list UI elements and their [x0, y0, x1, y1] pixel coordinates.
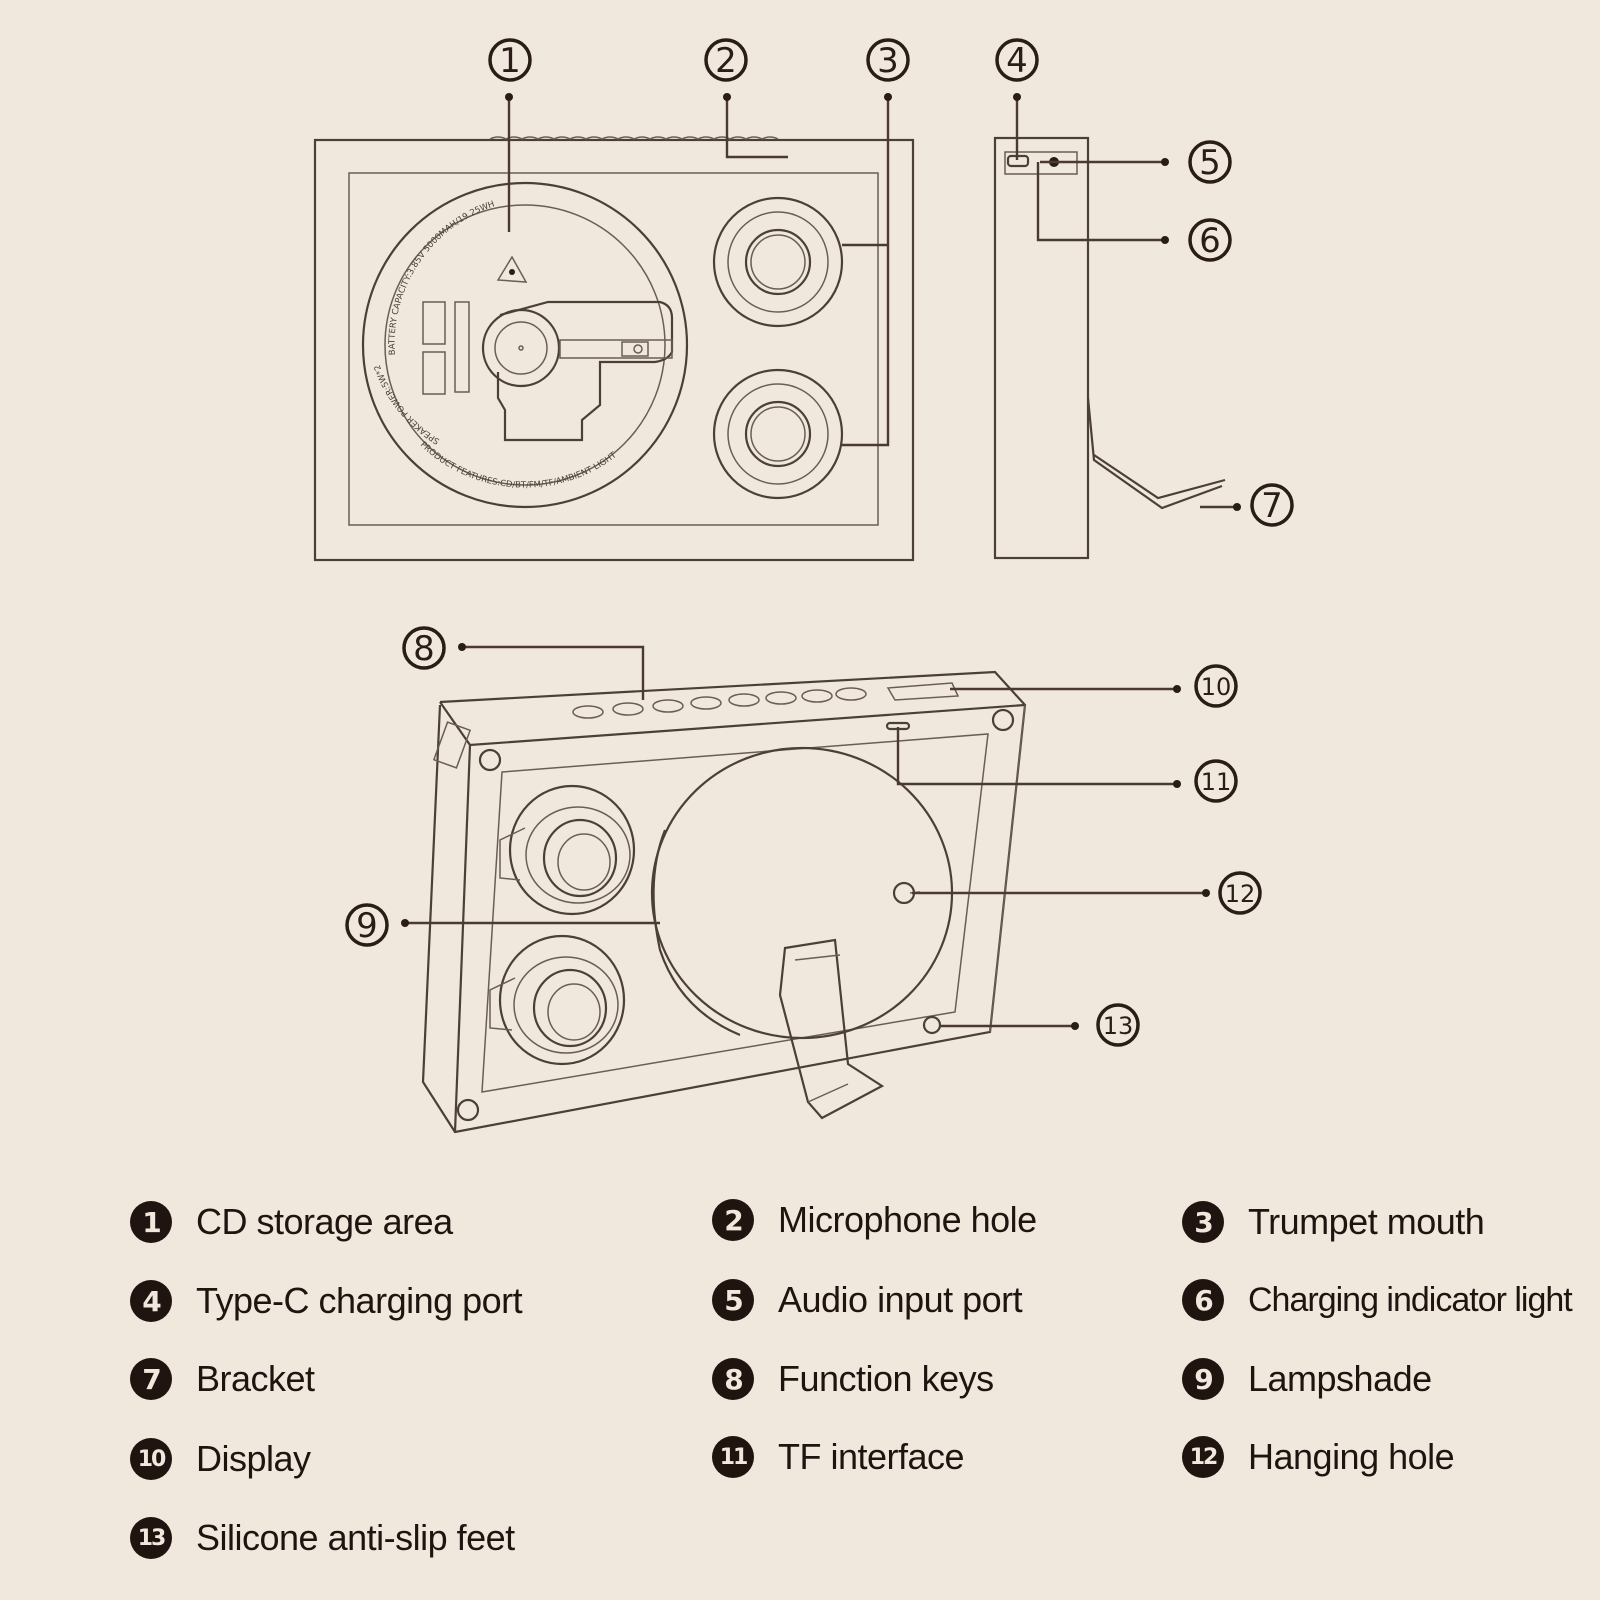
front-speaker-top [712, 196, 844, 328]
callout-9: 9 [345, 903, 389, 947]
svg-text:12: 12 [1225, 880, 1256, 908]
badge-13: 13 [130, 1517, 172, 1559]
legend-label-13: Silicone anti-slip feet [196, 1517, 515, 1558]
legend-item-10: 10 Display [130, 1434, 311, 1484]
legend-label-7: Bracket [196, 1358, 315, 1399]
legend-label-12: Hanging hole [1248, 1436, 1455, 1477]
side-view [993, 136, 1226, 560]
callout-5: 5 [1188, 140, 1232, 184]
callout-13: 13 [1096, 1003, 1140, 1047]
callout-1: 1 [488, 38, 532, 82]
svg-text:9: 9 [356, 906, 378, 946]
legend-item-3: 3 Trumpet mouth [1182, 1197, 1485, 1247]
badge-8: 8 [712, 1358, 754, 1400]
badge-6: 6 [1182, 1279, 1224, 1321]
callout-7: 7 [1250, 483, 1294, 527]
badge-4: 4 [130, 1280, 172, 1322]
callout-11: 11 [1194, 759, 1238, 803]
legend-item-6: 6 Charging indicator light [1182, 1275, 1573, 1325]
callout-3: 3 [866, 38, 910, 82]
svg-text:8: 8 [413, 629, 435, 669]
badge-1: 1 [130, 1201, 172, 1243]
svg-text:4: 4 [1006, 41, 1028, 81]
legend-label-1: CD storage area [196, 1201, 453, 1242]
front-speaker-bottom [712, 368, 844, 500]
callout-2: 2 [704, 38, 748, 82]
legend-label-4: Type-C charging port [196, 1280, 523, 1321]
svg-text:1: 1 [499, 41, 521, 81]
legend-item-7: 7 Bracket [130, 1354, 315, 1404]
product-diagram: BATTERY CAPACITY:3.85V 5000MAH/19.25WH S… [313, 38, 1294, 1134]
badge-7: 7 [130, 1358, 172, 1400]
badge-2: 2 [712, 1199, 754, 1241]
svg-text:6: 6 [1199, 221, 1221, 261]
legend-item-9: 9 Lampshade [1182, 1354, 1432, 1404]
svg-text:10: 10 [1201, 673, 1232, 701]
persp-speaker-bottom [489, 934, 626, 1066]
badge-9: 9 [1182, 1358, 1224, 1400]
legend-item-8: 8 Function keys [712, 1354, 994, 1404]
legend-label-6: Charging indicator light [1248, 1280, 1573, 1319]
svg-text:3: 3 [877, 41, 899, 81]
callout-12: 12 [1218, 871, 1262, 915]
legend-item-2: 2 Microphone hole [712, 1195, 1037, 1245]
legend-label-3: Trumpet mouth [1248, 1201, 1485, 1242]
callout-6: 6 [1188, 218, 1232, 262]
callout-4: 4 [995, 38, 1039, 82]
badge-12: 12 [1182, 1436, 1224, 1478]
persp-speaker-top [499, 784, 636, 916]
svg-text:11: 11 [1201, 768, 1232, 796]
callout-8: 8 [402, 626, 446, 670]
legend-item-11: 11 TF interface [712, 1432, 965, 1482]
legend-item-1: 1 CD storage area [130, 1197, 453, 1247]
badge-10: 10 [130, 1438, 172, 1480]
legend-item-13: 13 Silicone anti-slip feet [130, 1513, 515, 1563]
leader-lines [401, 93, 1241, 1030]
legend-label-11: TF interface [778, 1436, 965, 1477]
legend-item-12: 12 Hanging hole [1182, 1432, 1455, 1482]
badge-5: 5 [712, 1279, 754, 1321]
legend-label-5: Audio input port [778, 1279, 1023, 1320]
legend-label-8: Function keys [778, 1358, 994, 1399]
legend-label-10: Display [196, 1438, 311, 1479]
svg-text:13: 13 [1103, 1012, 1134, 1040]
svg-text:2: 2 [715, 41, 737, 81]
badge-3: 3 [1182, 1201, 1224, 1243]
svg-text:7: 7 [1261, 486, 1283, 526]
function-keys-row [572, 687, 867, 719]
legend-label-2: Microphone hole [778, 1199, 1037, 1240]
badge-11: 11 [712, 1436, 754, 1478]
svg-text:5: 5 [1199, 143, 1221, 183]
legend-item-4: 4 Type-C charging port [130, 1276, 523, 1326]
callout-10: 10 [1194, 664, 1238, 708]
legend-label-9: Lampshade [1248, 1358, 1432, 1399]
legend-item-5: 5 Audio input port [712, 1275, 1023, 1325]
